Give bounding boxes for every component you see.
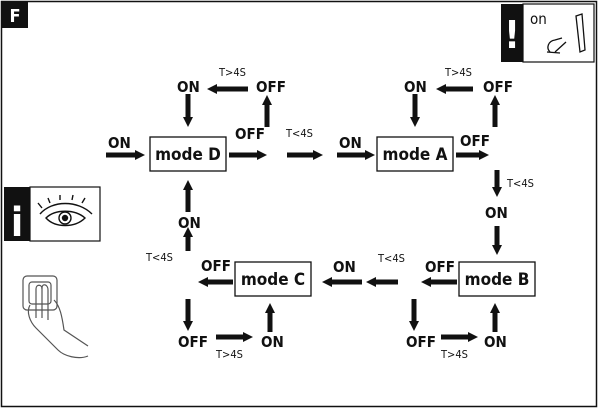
section-letter: F [9,6,20,27]
mode-c-label: mode C [241,270,305,290]
label-on-bottom-c: ON [261,333,284,351]
label-long-d: T>4S [218,66,246,79]
warning-icon [501,4,523,62]
mode-d-box: mode D [149,136,227,172]
info-mark: i [11,200,23,246]
label-on-left-c: ON [178,214,201,232]
warning-mark: ! [504,13,520,57]
label-off-c: OFF [201,257,231,275]
label-off-top-a: OFF [483,78,513,96]
label-on-top-a: ON [404,78,427,96]
label-off-d: OFF [235,125,265,143]
warning-on-text: on [530,10,547,28]
label-off-bottom-c: OFF [178,333,208,351]
label-off-a: OFF [460,132,490,150]
label-off-bottom-b: OFF [406,333,436,351]
label-on-before-a: ON [339,134,362,152]
mode-a-label: mode A [383,145,448,165]
section-badge: F [2,2,28,28]
mode-d-label: mode D [155,145,221,165]
switch-on-icon [546,13,586,54]
label-off-top-d: OFF [256,78,286,96]
label-long-c: T>4S [215,348,243,361]
label-short-a: T<4S [506,177,534,190]
mode-c-box: mode C [234,261,312,297]
eye-icon [37,194,93,227]
hand-press-icon [22,275,89,359]
label-on-top-d: ON [177,78,200,96]
mode-b-box: mode B [458,261,536,297]
label-off-b: OFF [425,258,455,276]
label-on-bottom-b: ON [484,333,507,351]
label-on-start: ON [108,134,131,152]
label-short-b: T<4S [377,252,405,265]
label-long-b: T>4S [440,348,468,361]
mode-a-box: mode A [376,136,454,172]
label-long-a: T>4S [444,66,472,79]
info-panel: i [4,186,101,246]
label-on-before-c: ON [333,258,356,276]
label-short-c: T<4S [145,251,173,264]
warning-panel: ! on [501,3,595,63]
label-short-d: T<4S [285,127,313,140]
mode-b-label: mode B [465,270,530,290]
label-on-before-b: ON [485,204,508,222]
